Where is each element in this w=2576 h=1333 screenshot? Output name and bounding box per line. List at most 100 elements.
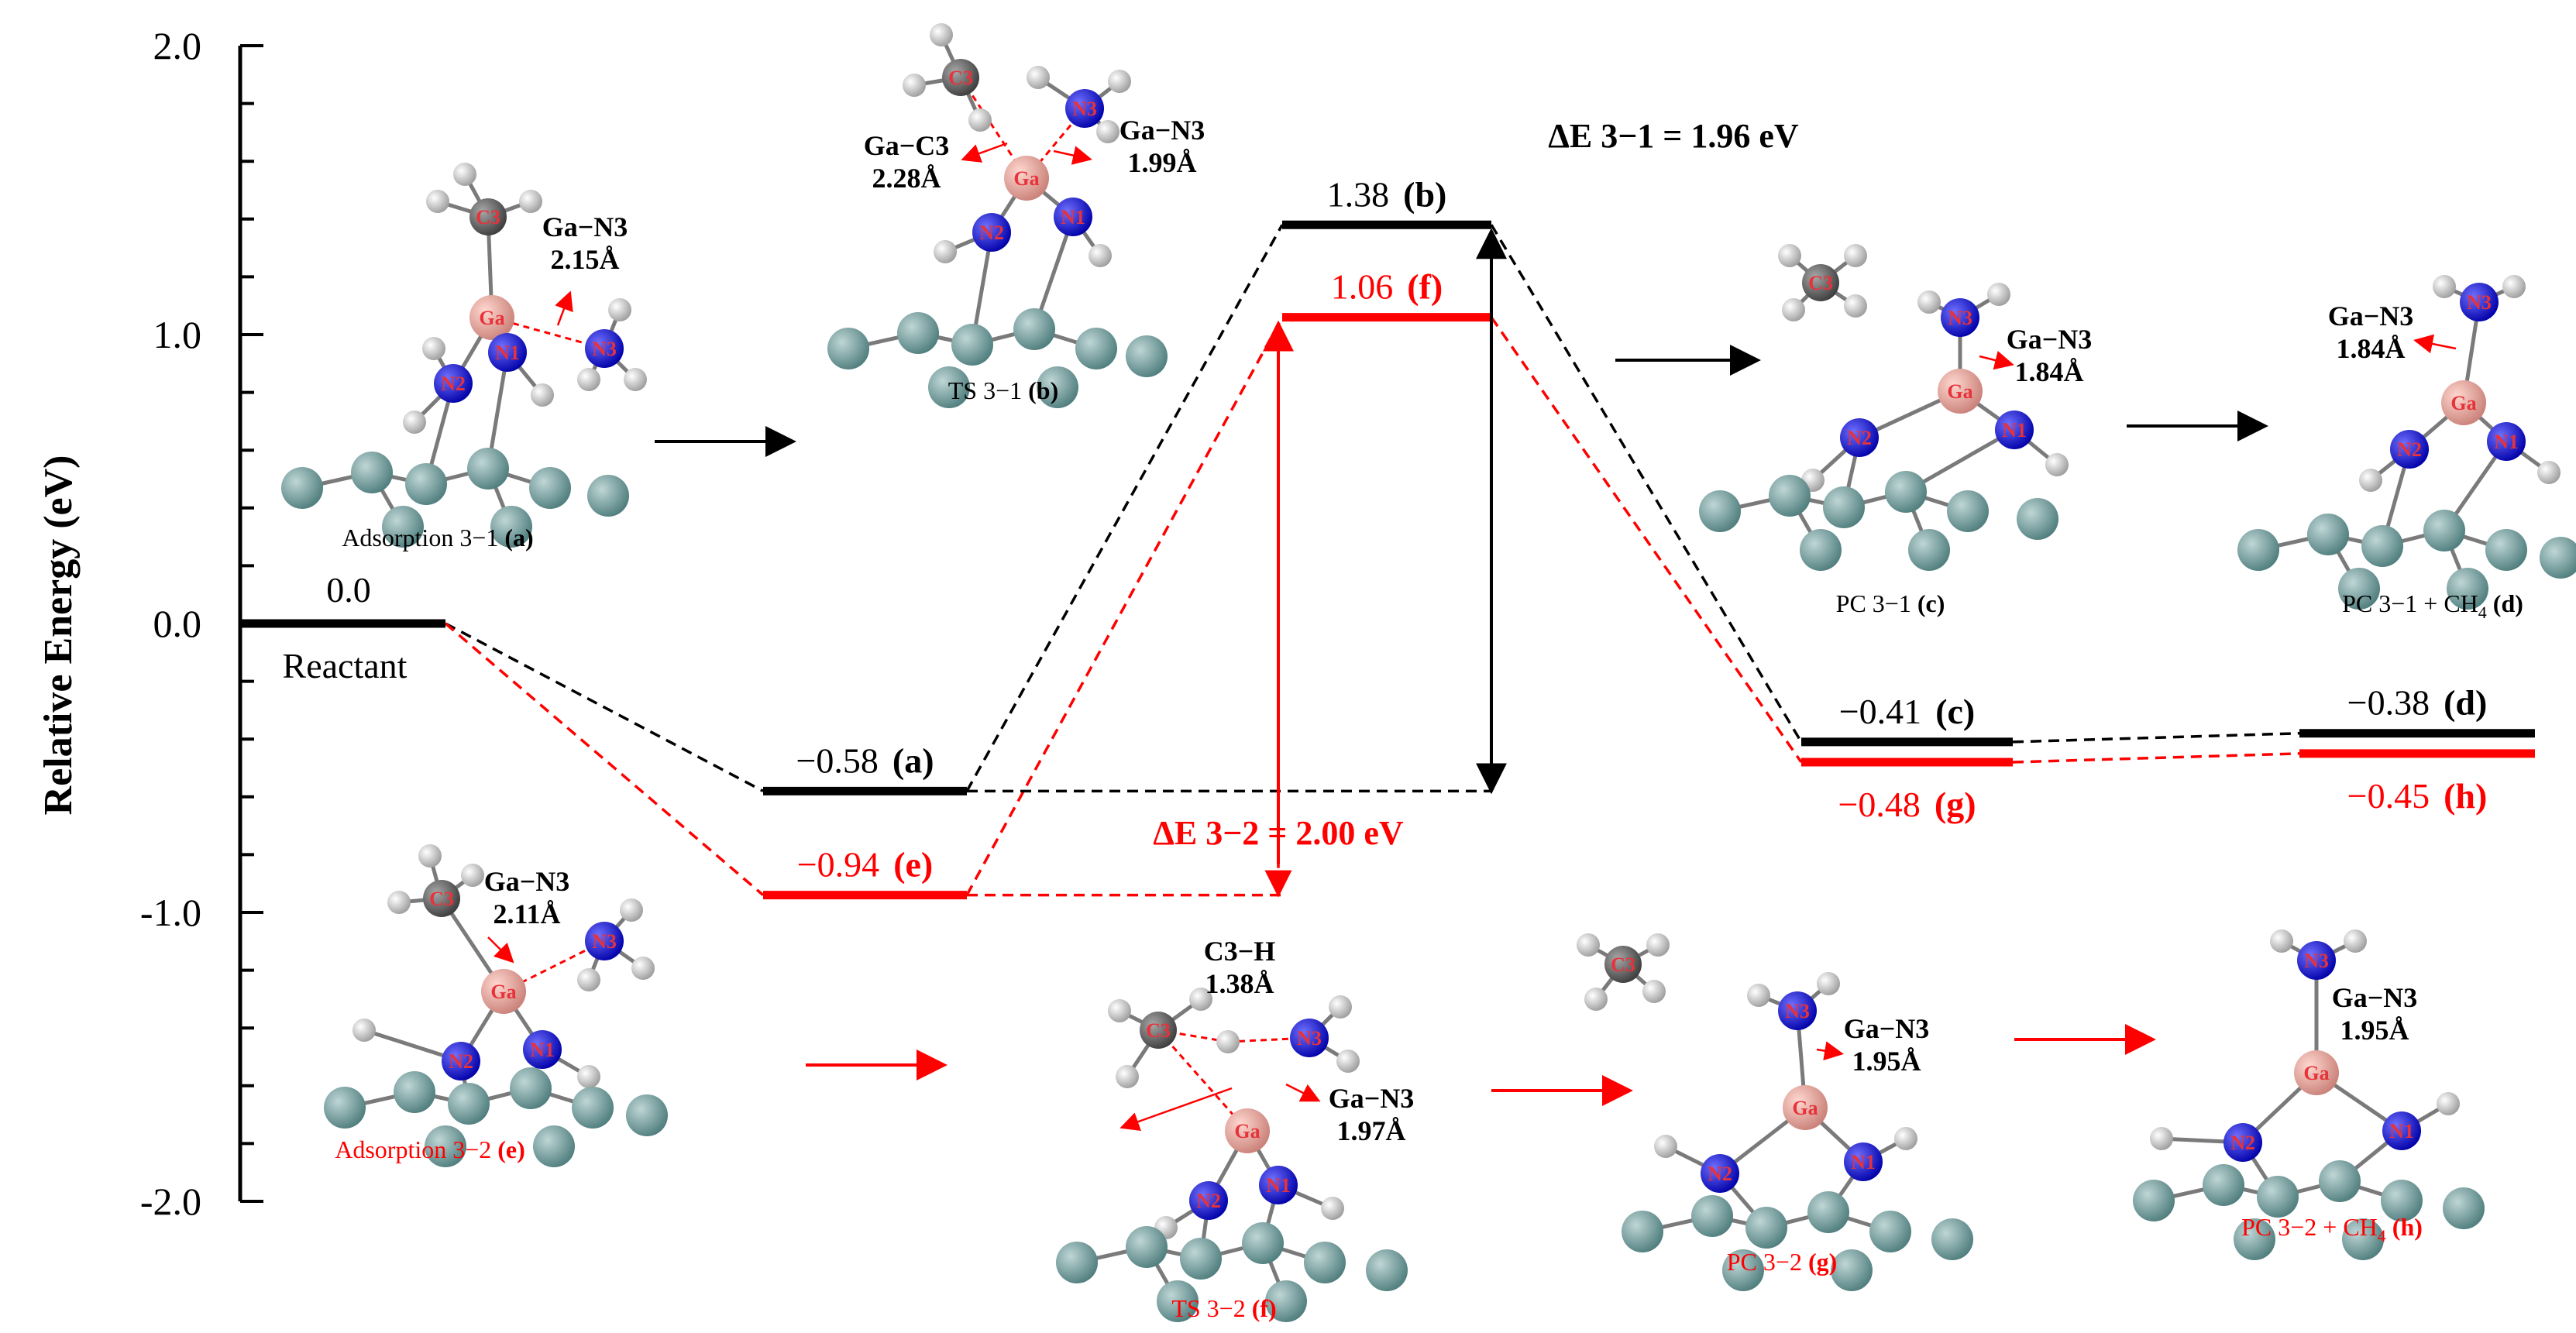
atom-label: Ga: [1947, 380, 1972, 403]
atom-h: [2359, 469, 2382, 492]
atom-si: [1622, 1211, 1663, 1252]
structure-caption: Adsorption 3−2(e): [335, 1135, 525, 1163]
atom-n: [434, 364, 473, 403]
structure-letter: (h): [2392, 1213, 2423, 1241]
atom-label: N2: [2230, 1132, 2255, 1154]
level-letter: (c): [1935, 692, 1975, 731]
structure-caption: PC 3−2 + CH4(h): [2241, 1213, 2423, 1245]
atom-h: [1577, 933, 1600, 957]
atom-si: [1823, 486, 1865, 528]
atom-h: [1778, 244, 1801, 267]
atom-si: [2485, 529, 2527, 571]
atom-h: [422, 337, 445, 360]
bond-name: Ga−N3: [2007, 324, 2093, 355]
atom-n: [1995, 411, 2034, 449]
atom-si: [1013, 308, 1055, 350]
connector-f-g: [1490, 316, 1803, 764]
atom-si: [1800, 529, 1842, 571]
atom-h: [531, 383, 554, 407]
atom-label: Ga: [479, 307, 504, 329]
barrier-label-3-1: ΔE 3−1 = 1.96 eV: [1548, 117, 1799, 155]
structure-name: PC 3−2 + CH: [2241, 1213, 2378, 1241]
level-letter: (f): [1407, 267, 1443, 307]
atom-n: [972, 213, 1011, 252]
level-value: −0.45: [2347, 776, 2430, 816]
level-value: −0.58: [796, 740, 878, 780]
atom-label: N3: [592, 338, 617, 360]
bond-name: Ga−N3: [1119, 115, 1205, 146]
atom-si: [1126, 1226, 1168, 1268]
structure-caption: PC 3−1(c): [1836, 589, 1945, 617]
atom-h: [1646, 933, 1670, 957]
level-letter: (b): [1403, 174, 1446, 214]
atom-n: [2487, 422, 2526, 461]
atom-h: [1329, 995, 1352, 1019]
level-letter: (d): [2444, 683, 2487, 723]
atom-h: [1116, 1065, 1139, 1088]
bond-length: 2.15Å: [551, 244, 620, 275]
atom-n: [488, 333, 527, 372]
y-axis: 2.01.00.0-1.0-2.0: [140, 24, 263, 1223]
atom-h: [2502, 275, 2526, 298]
bond-length-arrow: [1816, 1041, 1844, 1061]
atom-h: [577, 1065, 600, 1088]
atom-n: [1189, 1181, 1228, 1220]
atom-c: [1604, 946, 1642, 983]
atom-label: N1: [495, 342, 520, 364]
atom-label: N3: [1948, 307, 1972, 329]
atom-si: [1691, 1195, 1733, 1237]
atom-label: Ga: [490, 981, 516, 1003]
atom-label: Ga: [1234, 1120, 1260, 1142]
atom-si: [1075, 328, 1117, 369]
atom-n: [523, 1030, 562, 1069]
atom-si: [626, 1094, 668, 1136]
atom-si: [897, 312, 939, 354]
y-tick-label: 1.0: [153, 313, 202, 356]
atom-si: [467, 448, 509, 490]
atom-h: [1782, 298, 1805, 321]
energy-levels: 0.0Reactant−0.58(a)1.38(b)−0.41(c)−0.38(…: [242, 174, 2535, 900]
atom-si: [2338, 568, 2380, 610]
level-value-label-b: 1.38(b): [1327, 174, 1447, 214]
atom-h: [577, 968, 600, 991]
atom-n: [2297, 941, 2336, 980]
bond-length-arrow: [1979, 351, 2014, 370]
atom-si: [281, 467, 323, 509]
level-value-label-h: −0.45 (h): [2347, 776, 2488, 816]
atom-n: [1065, 89, 1104, 128]
atom-h: [2150, 1127, 2173, 1150]
atom-label: N3: [1072, 98, 1097, 120]
atom-h: [1189, 988, 1212, 1011]
bond-length-arrow: [487, 936, 514, 964]
atom-si: [827, 328, 869, 369]
atom-c: [942, 59, 979, 96]
atom-n: [1259, 1166, 1298, 1204]
atom-label: N3: [592, 930, 617, 953]
structure-caption: TS 3−2(f): [1171, 1294, 1276, 1322]
level-letter: (h): [2444, 776, 2487, 816]
atom-ga: [1783, 1085, 1828, 1130]
connector-reactant-e: [444, 622, 765, 896]
bond-length: 1.84Å: [2015, 356, 2084, 387]
atom-h: [2344, 929, 2367, 953]
structure-name: Adsorption 3−2: [335, 1135, 491, 1163]
atom-si: [951, 324, 993, 366]
pathway-connectors: [444, 224, 2300, 897]
atom-label: Ga: [1013, 167, 1039, 190]
atom-si: [1908, 529, 1950, 571]
atom-si: [1126, 335, 1168, 377]
atom-h: [1917, 290, 1941, 314]
structure-name: PC 3−1 + CH: [2342, 589, 2478, 617]
atom-label: N2: [449, 1050, 473, 1073]
atom-label: N1: [2389, 1120, 2414, 1142]
atom-h: [1108, 999, 1131, 1022]
atom-label: N2: [441, 373, 466, 395]
atom-si: [382, 506, 424, 548]
breaking-bond: [491, 316, 605, 350]
connector-e-f: [965, 316, 1284, 896]
atom-h: [608, 298, 631, 321]
atom-h: [930, 23, 953, 46]
